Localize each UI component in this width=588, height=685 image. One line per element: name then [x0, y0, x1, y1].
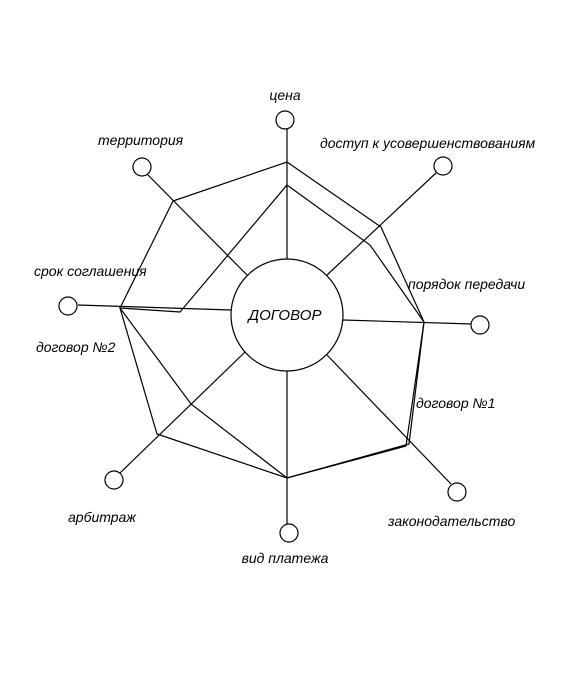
node-srok: [58, 296, 78, 316]
node-arbitrazh: [104, 470, 124, 490]
node-cena: [275, 110, 295, 130]
node-vid-platezha: [279, 523, 299, 543]
node-zakonodatelstvo: [447, 482, 467, 502]
node-dostup: [433, 156, 453, 176]
node-poryadok: [470, 315, 490, 335]
spoke-poryadok: [342, 319, 473, 325]
label-arbitrazh: арбитраж: [68, 509, 137, 525]
contract-2-label: договор №2: [36, 339, 116, 355]
spokes-layer: [77, 128, 473, 525]
spoke-dostup: [326, 172, 437, 276]
spoke-srok: [77, 304, 232, 311]
labels-layer: цена доступ к усовершенствованиям порядок …: [34, 87, 536, 566]
center-label: ДОГОВОР: [247, 307, 322, 324]
contract-2-polygon: [118, 184, 425, 479]
label-vid-platezha: вид платежа: [242, 550, 329, 566]
spoke-arbitrazh: [119, 351, 246, 474]
spoke-territoriya: [146, 173, 248, 276]
nodes-layer: [58, 110, 490, 543]
label-srok: срок соглашения: [34, 263, 147, 279]
contract-1-label: договор №1: [416, 395, 495, 411]
node-territoriya: [132, 157, 152, 177]
label-cena: цена: [269, 87, 300, 103]
spoke-zakonodatelstvo: [326, 354, 452, 485]
label-zakonodatelstvo: законодательство: [387, 513, 515, 529]
center-hub: [230, 258, 344, 372]
label-dostup: доступ к усовершенствованиям: [320, 135, 536, 151]
label-territoriya: территория: [98, 132, 184, 148]
label-poryadok: порядок передачи: [408, 276, 525, 292]
